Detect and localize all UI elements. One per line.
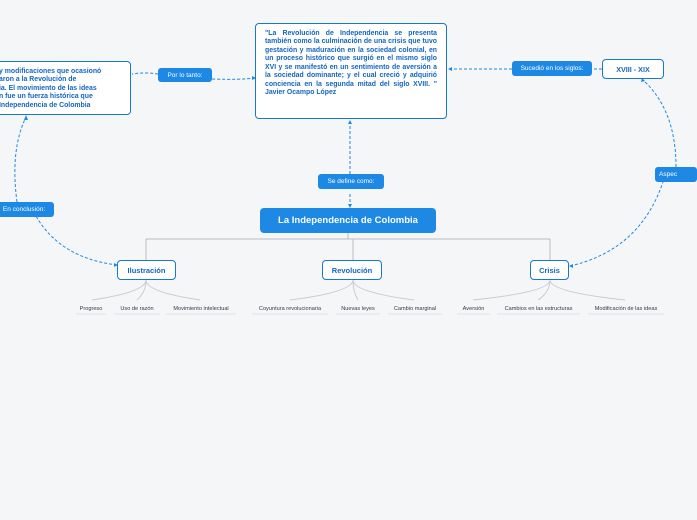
definition-relation-label[interactable]: Se define como: <box>318 174 384 189</box>
main-topic-label: La Independencia de Colombia <box>278 215 418 226</box>
arrowhead <box>348 204 352 208</box>
conclusion-relation-label[interactable]: En conclusión: <box>0 202 54 217</box>
leaf-nuevas-leyes[interactable]: Nuevas leyes <box>334 306 382 312</box>
leaf-connector <box>472 279 626 301</box>
leaf-text: Coyuntura revolucionaria <box>258 306 322 312</box>
leaf-connector <box>91 279 201 301</box>
centuries-relation-label[interactable]: Sucedió en los siglos: <box>512 61 592 76</box>
leaf-text: Nuevas leyes <box>341 306 375 312</box>
arrowhead <box>348 120 352 124</box>
leaf-cambios-en-las-estructuras[interactable]: Cambios en las estructuras <box>495 306 582 312</box>
centuries-node[interactable]: XVIII - XIX <box>602 59 664 79</box>
conclusion-relation-text: En conclusión: <box>2 206 46 213</box>
arrowhead <box>448 67 452 71</box>
leaf-text: Uso de razón <box>120 306 154 312</box>
leaf-aversion[interactable]: Aversión <box>455 306 492 312</box>
leaf-progreso[interactable]: Progreso <box>72 306 110 312</box>
consequence-line: aron a la Revolución de <box>0 76 77 84</box>
leaf-modificacion-de-las-ideas[interactable]: Modificación de las ideas <box>586 306 666 312</box>
leaf-uso-de-razon[interactable]: Uso de razón <box>112 306 162 312</box>
branch-revolucion[interactable]: Revolución <box>322 260 382 280</box>
leaf-text: Progreso <box>79 306 103 312</box>
consequence-line: ia. El movimiento de las ideas <box>0 84 97 92</box>
leaf-cambio-marginal[interactable]: Cambio marginal <box>386 306 444 312</box>
centuries-value: XVIII - XIX <box>616 64 650 74</box>
arrowhead <box>641 78 645 82</box>
relation-aspects <box>569 79 677 267</box>
consequence-line: n fue un fuerza histórica que <box>0 93 93 101</box>
consequence-line: y modificaciones que ocasionó <box>0 68 102 75</box>
consequence-node[interactable]: y modificaciones que ocasionó aron a la … <box>0 61 131 115</box>
leaf-coyuntura-revolucionaria[interactable]: Coyuntura revolucionaria <box>250 306 330 312</box>
aspects-relation-label[interactable]: Aspec <box>655 167 697 182</box>
branch-crisis[interactable]: Crisis <box>530 260 569 280</box>
aspects-relation-text: Aspec <box>659 171 678 178</box>
branch-title: Revolución <box>331 265 373 275</box>
branch-title: Ilustración <box>127 265 166 275</box>
branch-title: Crisis <box>539 265 560 275</box>
leaf-connector <box>289 279 415 301</box>
definition-relation-text: Se define como: <box>327 178 375 185</box>
leaf-text: Movimiento intelectual <box>173 306 229 312</box>
leaf-movimiento-intelectual[interactable]: Movimiento intelectual <box>164 306 238 312</box>
branch-ilustracion[interactable]: Ilustración <box>117 260 176 280</box>
arrowhead <box>569 264 573 268</box>
leaf-text: Modificación de las ideas <box>594 306 658 312</box>
leaf-text: Cambio marginal <box>393 306 437 312</box>
arrowhead <box>252 76 256 80</box>
definition-text: "La Revolución de Independencia se prese… <box>265 30 437 96</box>
relation-conclusion <box>14 116 118 266</box>
centuries-relation-text: Sucedió en los siglos: <box>520 65 584 72</box>
leaf-text: Aversión <box>462 306 485 312</box>
definition-node[interactable]: "La Revolución de Independencia se prese… <box>255 23 447 119</box>
arrowhead <box>24 115 28 120</box>
consequence-relation-label[interactable]: Por lo tanto: <box>158 68 212 82</box>
arrowhead <box>114 263 118 267</box>
consequence-relation-text: Por lo tanto: <box>167 71 203 79</box>
leaf-text: Cambios en las estructuras <box>504 306 573 312</box>
consequence-line: Independencia de Colombia <box>0 101 91 109</box>
branch-connector <box>145 233 551 260</box>
main-topic-node[interactable]: La Independencia de Colombia <box>260 208 436 233</box>
